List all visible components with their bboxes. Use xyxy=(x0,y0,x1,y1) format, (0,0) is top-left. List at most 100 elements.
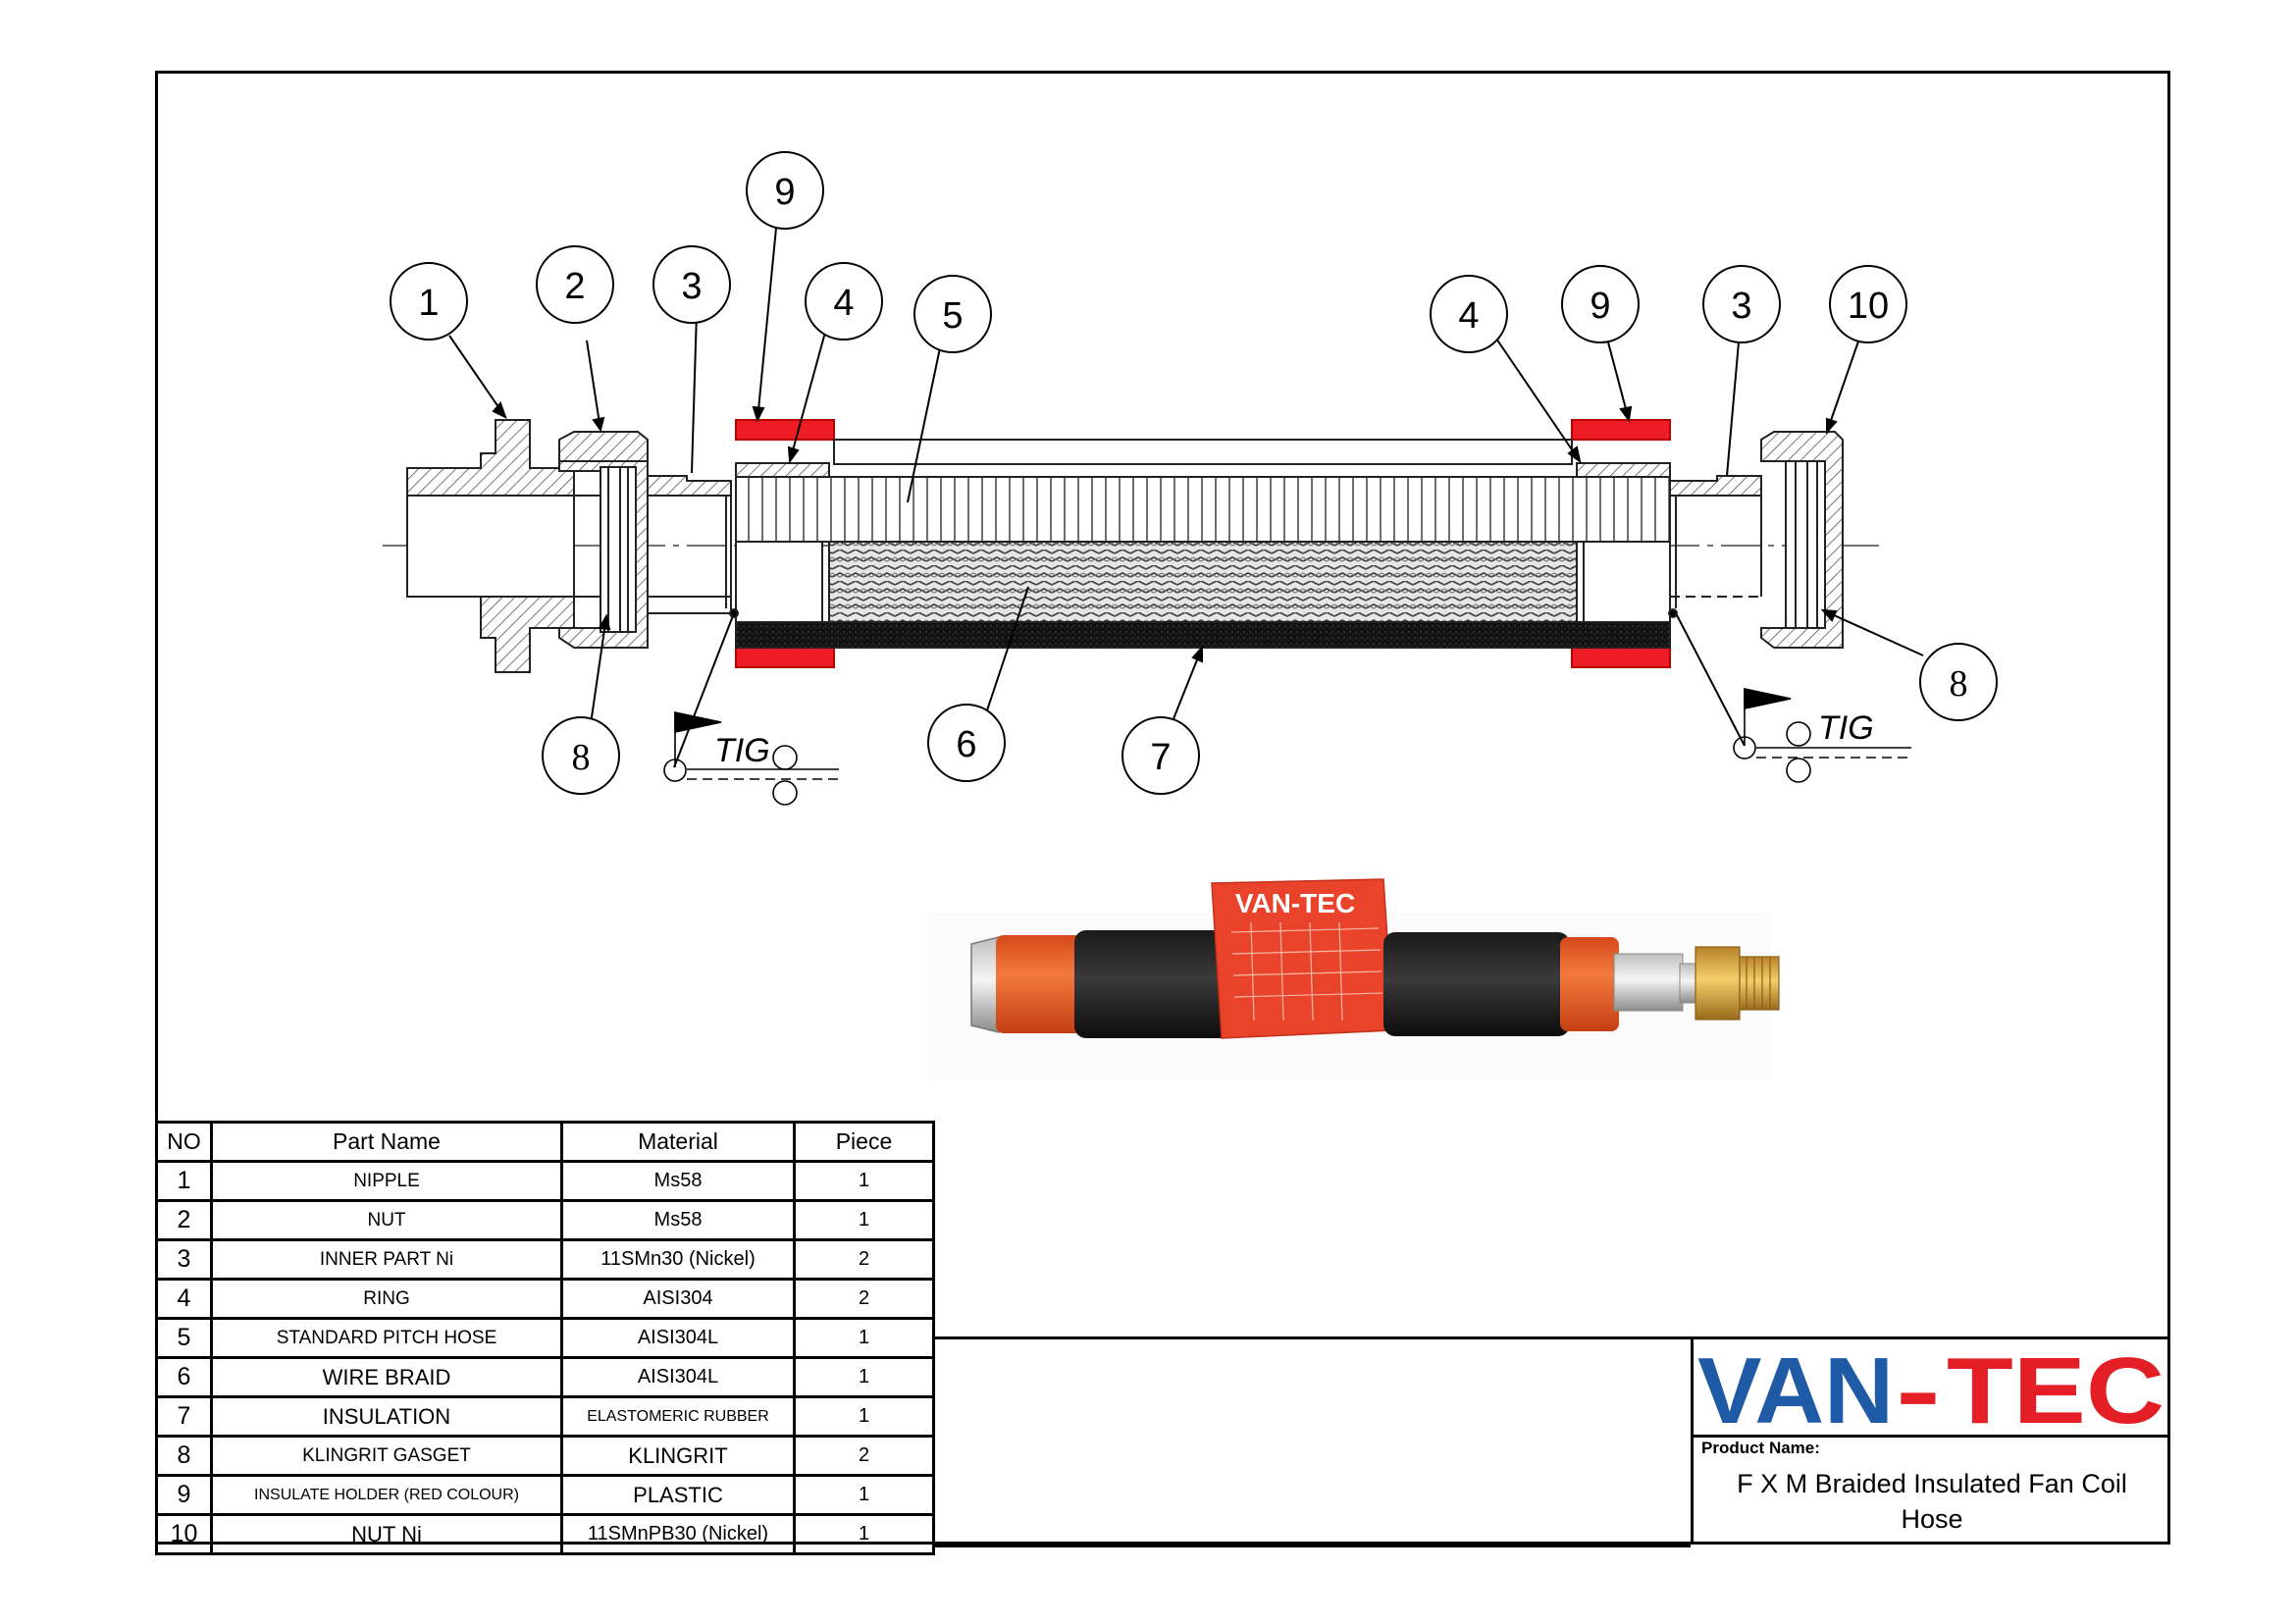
cell-piece: 1 xyxy=(793,1317,935,1359)
table-row: 4 RING AISI304 2 xyxy=(155,1278,935,1320)
table-row: 1 NIPPLE Ms58 1 xyxy=(155,1160,935,1202)
table-header-row: NO Part Name Material Piece xyxy=(155,1121,935,1163)
red-holder-right-top xyxy=(1571,419,1671,441)
callout-10: 10 xyxy=(1848,286,1889,327)
cell-part-name: KLINGRIT GASGET xyxy=(210,1435,563,1477)
header-piece: Piece xyxy=(793,1121,935,1163)
corrugated-hose xyxy=(735,476,1671,543)
vantec-logo: VAN - TEC xyxy=(1697,1342,2165,1431)
cell-part-name: INNER PART Ni xyxy=(210,1238,563,1281)
tig-weld-symbol-left xyxy=(663,711,839,806)
cell-no: 10 xyxy=(155,1513,213,1555)
cell-material: AISI304L xyxy=(560,1356,796,1398)
cell-part-name: STANDARD PITCH HOSE xyxy=(210,1317,563,1359)
cell-piece: 1 xyxy=(793,1395,935,1438)
cell-part-name: NUT xyxy=(210,1199,563,1241)
callout-2: 2 xyxy=(564,266,585,307)
red-holder-left-bottom xyxy=(735,647,835,668)
logo-divider xyxy=(1694,1435,2170,1438)
cell-piece: 1 xyxy=(793,1199,935,1241)
tig-label-left: TIG xyxy=(714,732,770,769)
logo-left-text: VAN xyxy=(1697,1342,1894,1431)
title-block-product-cell: VAN - TEC Product Name: F X M Braided In… xyxy=(1691,1336,2170,1545)
table-row: 9 INSULATE HOLDER (RED COLOUR) PLASTIC 1 xyxy=(155,1474,935,1516)
cell-no: 8 xyxy=(155,1435,213,1477)
cell-no: 7 xyxy=(155,1395,213,1438)
nut-ni-part xyxy=(1760,431,1844,649)
inner-part-left xyxy=(647,475,732,614)
cell-piece: 2 xyxy=(793,1435,935,1477)
logo-right-text: TEC xyxy=(1947,1342,2165,1431)
cell-part-name: INSULATION xyxy=(210,1395,563,1438)
cell-no: 9 xyxy=(155,1474,213,1516)
header-no: NO xyxy=(155,1121,213,1163)
product-name-value: F X M Braided Insulated Fan Coil Hose xyxy=(1703,1466,2161,1537)
title-block xyxy=(932,1336,2170,1545)
nipple-part xyxy=(406,419,608,673)
callout-8-left: 8 xyxy=(572,737,591,778)
drawing-sheet-border xyxy=(155,71,2170,1545)
cell-material: AISI304L xyxy=(560,1317,796,1359)
cell-material: 11SMnPB30 (Nickel) xyxy=(560,1513,796,1555)
cell-material: KLINGRIT xyxy=(560,1435,796,1477)
cell-piece: 1 xyxy=(793,1356,935,1398)
header-material: Material xyxy=(560,1121,796,1163)
cell-piece: 1 xyxy=(793,1513,935,1555)
callout-9-right: 9 xyxy=(1590,286,1610,327)
cell-part-name: NUT Ni xyxy=(210,1513,563,1555)
wire-braid xyxy=(828,541,1578,623)
cell-material: Ms58 xyxy=(560,1199,796,1241)
table-row: 2 NUT Ms58 1 xyxy=(155,1199,935,1241)
parts-list-table: NO Part Name Material Piece 1 NIPPLE Ms5… xyxy=(155,1121,935,1555)
hose-section-drawing xyxy=(383,217,1924,768)
callout-7: 7 xyxy=(1150,737,1171,778)
callout-3-right: 3 xyxy=(1731,286,1751,327)
callout-3-left: 3 xyxy=(681,266,702,307)
cell-material: 11SMn30 (Nickel) xyxy=(560,1238,796,1281)
tig-label-right: TIG xyxy=(1818,709,1874,747)
ring-right xyxy=(1576,462,1671,478)
table-row: 6 WIRE BRAID AISI304L 1 xyxy=(155,1356,935,1398)
photo-label-brand: VAN-TEC xyxy=(1235,888,1355,918)
cell-part-name: INSULATE HOLDER (RED COLOUR) xyxy=(210,1474,563,1516)
tig-weld-symbol-right xyxy=(1733,688,1911,783)
callout-6: 6 xyxy=(956,724,976,765)
cell-material: Ms58 xyxy=(560,1160,796,1202)
cell-piece: 2 xyxy=(793,1238,935,1281)
callout-8-right: 8 xyxy=(1950,663,1968,705)
cell-no: 2 xyxy=(155,1199,213,1241)
cell-material: AISI304 xyxy=(560,1278,796,1320)
cell-no: 4 xyxy=(155,1278,213,1320)
cell-part-name: WIRE BRAID xyxy=(210,1356,563,1398)
cell-part-name: RING xyxy=(210,1278,563,1320)
cell-material: PLASTIC xyxy=(560,1474,796,1516)
inner-part-right xyxy=(1669,475,1762,613)
header-part-name: Part Name xyxy=(210,1121,563,1163)
table-row: 5 STANDARD PITCH HOSE AISI304L 1 xyxy=(155,1317,935,1359)
callout-5: 5 xyxy=(942,295,963,337)
table-row: 7 INSULATION ELASTOMERIC RUBBER 1 xyxy=(155,1395,935,1438)
cell-no: 1 xyxy=(155,1160,213,1202)
title-block-bottom-rule xyxy=(932,1545,1691,1547)
red-holder-left-top xyxy=(735,419,835,441)
cell-piece: 1 xyxy=(793,1474,935,1516)
ring-left xyxy=(735,462,830,478)
logo-dash: - xyxy=(1896,1342,1941,1431)
callout-bubbles xyxy=(390,151,1998,795)
cell-material: ELASTOMERIC RUBBER xyxy=(560,1395,796,1438)
cell-piece: 2 xyxy=(793,1278,935,1320)
table-row: 3 INNER PART Ni 11SMn30 (Nickel) 2 xyxy=(155,1238,935,1281)
table-row: 10 NUT Ni 11SMnPB30 (Nickel) 1 xyxy=(155,1513,935,1555)
leader-lines xyxy=(448,217,1924,768)
cell-part-name: NIPPLE xyxy=(210,1160,563,1202)
cell-piece: 1 xyxy=(793,1160,935,1202)
callout-4-right: 4 xyxy=(1458,295,1479,337)
product-name-label: Product Name: xyxy=(1701,1439,1820,1457)
callout-1: 1 xyxy=(418,283,439,324)
red-holder-right-bottom xyxy=(1571,647,1671,668)
insulation xyxy=(735,621,1671,649)
table-row: 8 KLINGRIT GASGET KLINGRIT 2 xyxy=(155,1435,935,1477)
cell-no: 5 xyxy=(155,1317,213,1359)
callout-9-left: 9 xyxy=(774,172,795,213)
